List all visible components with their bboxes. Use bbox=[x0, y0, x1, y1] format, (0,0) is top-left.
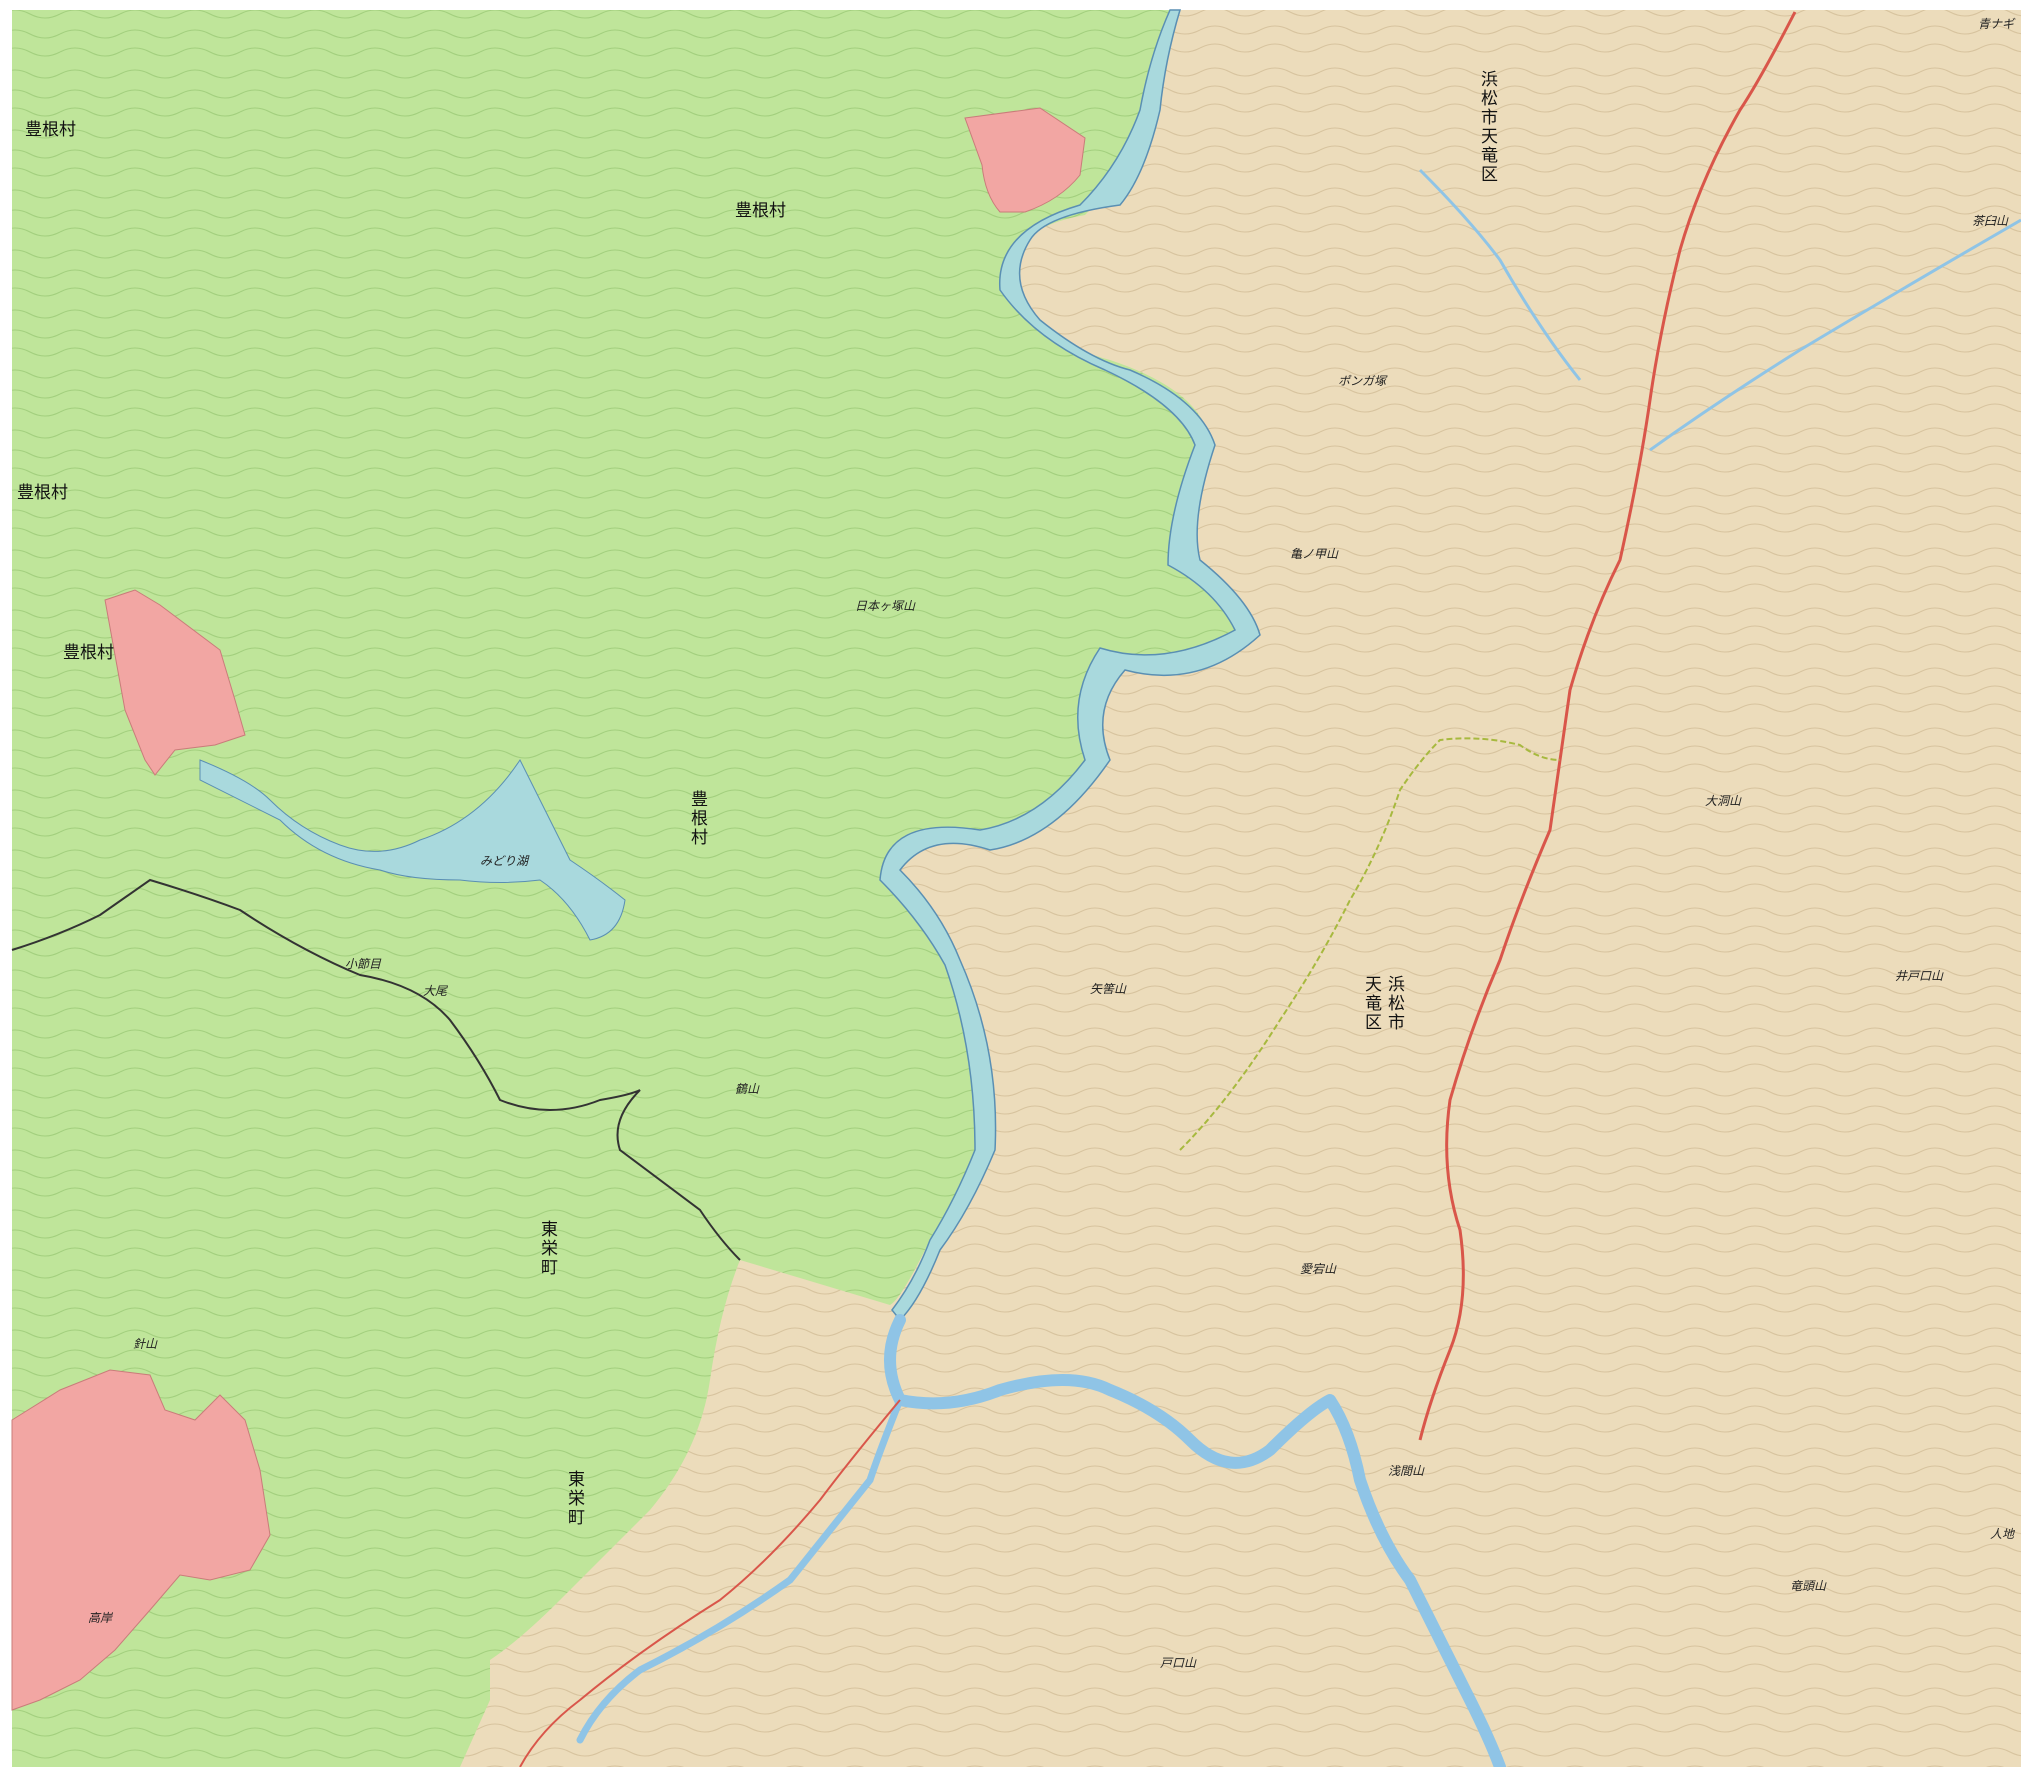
label-mt-ido: 井戸口山 bbox=[1895, 969, 1944, 983]
label-mt-yaguchi: 矢筈山 bbox=[1090, 982, 1127, 996]
road-south-route bbox=[519, 1399, 901, 1767]
label-toyone-n: 豊根村 bbox=[735, 201, 786, 221]
label-takagishi: 高岸 bbox=[88, 1611, 113, 1625]
label-toyone-w: 豊根村 bbox=[63, 643, 114, 663]
label-mt-kamenohira: 亀ノ甲山 bbox=[1290, 547, 1339, 561]
label-hamamatsu-city-2: 浜松市 bbox=[1384, 975, 1404, 1032]
label-mt-ryuto: 竜頭山 bbox=[1790, 1579, 1827, 1593]
label-mt-taka: 鶴山 bbox=[735, 1082, 760, 1096]
label-ponga: ポンガ塚 bbox=[1338, 374, 1387, 388]
urban-area-north bbox=[964, 107, 1086, 213]
label-hitoji: 人地 bbox=[1990, 1527, 2015, 1541]
label-mt-nihon: 日本ヶ塚山 bbox=[855, 599, 916, 613]
reservoir-sakuma bbox=[879, 9, 1261, 1322]
river-west-branch bbox=[576, 1396, 904, 1744]
label-oze: 大尾 bbox=[423, 984, 448, 998]
label-toyone-nw: 豊根村 bbox=[25, 120, 76, 140]
label-midori-lake: みどり湖 bbox=[480, 854, 529, 868]
road-national-route bbox=[1418, 11, 1797, 1441]
stream-north bbox=[1418, 168, 1582, 381]
label-koshigoe: 小節目 bbox=[345, 957, 382, 971]
urban-area-southwest bbox=[11, 1369, 271, 1711]
label-mt-sengen: 浅間山 bbox=[1388, 1464, 1425, 1478]
label-toyone-left: 豊根村 bbox=[17, 483, 68, 503]
urban-area-west bbox=[104, 589, 246, 776]
river-tenryu-south bbox=[884, 1314, 1506, 1767]
label-toei-2: 東栄町 bbox=[564, 1470, 584, 1527]
label-mt-chausu: 茶臼山 bbox=[1972, 214, 2009, 228]
label-mt-atago: 愛宕山 bbox=[1300, 1262, 1337, 1276]
municipal-border bbox=[1179, 737, 1561, 1151]
label-toyone-center: 豊根村 bbox=[687, 790, 707, 847]
reservoir-midori-lake bbox=[199, 759, 626, 941]
label-aoki: 青ナギ bbox=[1978, 17, 2015, 31]
label-toei-1: 東栄町 bbox=[537, 1220, 557, 1277]
label-mt-okuhora: 大洞山 bbox=[1705, 794, 1742, 808]
prefecture-border bbox=[11, 878, 741, 1261]
stream-east bbox=[1649, 218, 2021, 452]
label-tenryu-ward-2: 天竜区 bbox=[1361, 975, 1381, 1032]
label-hamamatsu-tenryu-1: 浜松市天竜区 bbox=[1477, 70, 1497, 184]
label-mt-toguchi: 戸口山 bbox=[1160, 1656, 1197, 1670]
forest-region bbox=[12, 10, 1245, 1767]
label-mt-kuro: 針山 bbox=[133, 1337, 158, 1351]
